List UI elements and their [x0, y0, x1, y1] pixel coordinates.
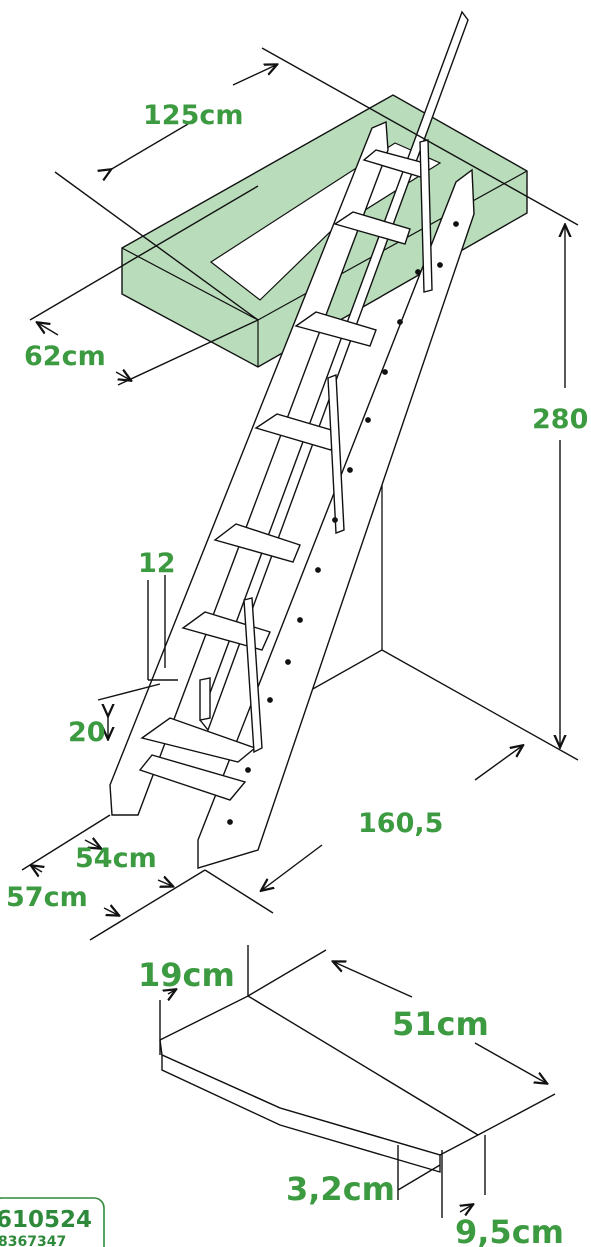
height-label: 280 [532, 404, 588, 435]
opening-length-label: 125cm [143, 100, 244, 131]
floor-run-label: 160,5 [358, 808, 443, 839]
tread-gap-label: 12 [138, 548, 176, 579]
rise-label: 20 [68, 717, 106, 748]
tread-height-label: 19cm [138, 956, 235, 994]
tread-thickness-label: 3,2cm [286, 1170, 395, 1208]
inner-width-label: 54cm [75, 843, 157, 874]
staircase [109, 10, 475, 869]
tread-detail [159, 945, 556, 1218]
outer-width-label: 57cm [6, 882, 88, 913]
dimension-lines [21, 47, 579, 941]
product-code-box: 610524 8367347 [0, 1197, 105, 1247]
opening-width-label: 62cm [24, 341, 106, 372]
tread-narrow-end-label: 9,5cm [455, 1213, 564, 1247]
product-code-line2: 8367347 [0, 1234, 66, 1247]
tread-depth-label: 51cm [392, 1005, 489, 1043]
product-code-line1: 610524 [0, 1207, 92, 1233]
